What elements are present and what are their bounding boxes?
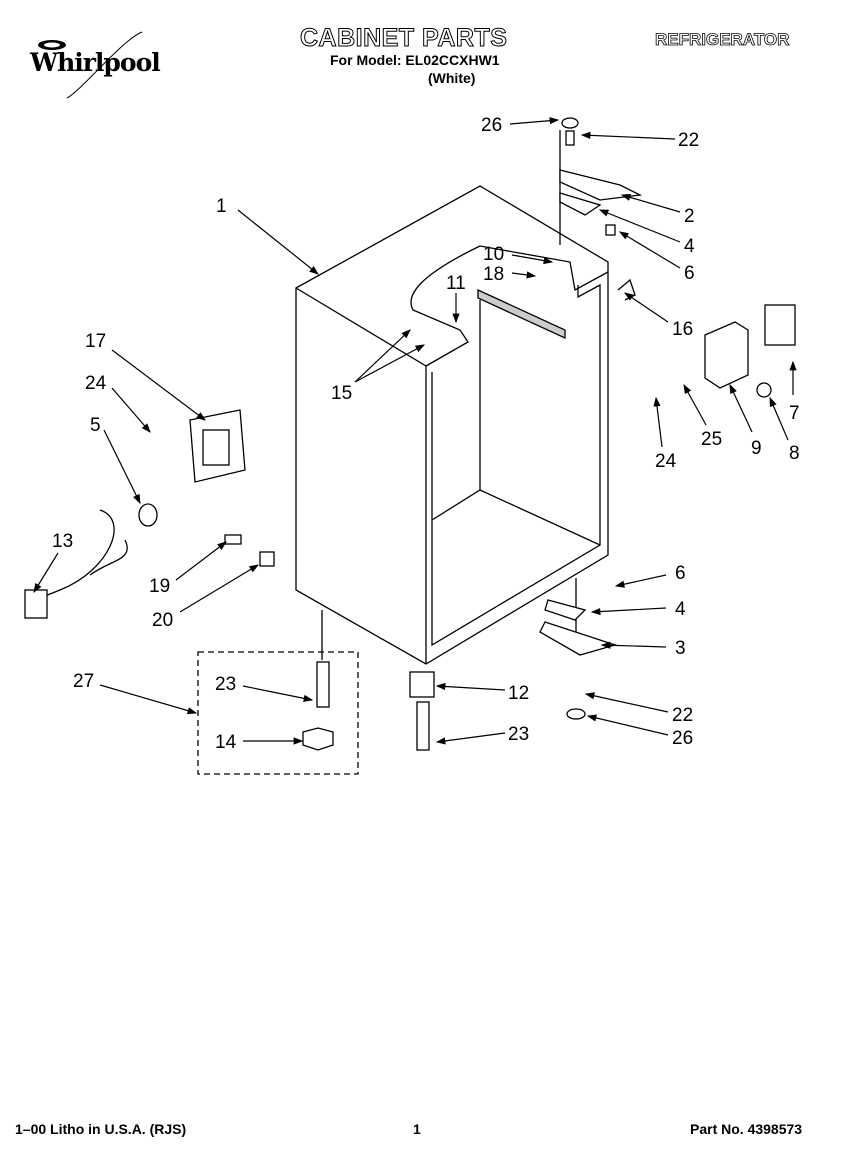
callout-12: 12 (508, 683, 529, 704)
brand-logo: Whirlpool (30, 48, 161, 77)
callout-11: 11 (446, 273, 466, 294)
callout-23-right: 23 (508, 724, 529, 745)
whirlpool-logo-swoosh (38, 31, 143, 99)
callout-25: 25 (701, 429, 722, 450)
callout-22-bottom: 22 (672, 705, 693, 726)
pin (605, 224, 616, 236)
callout-26: 26 (481, 115, 502, 136)
cap-top (561, 117, 579, 129)
callout-10: 10 (483, 244, 504, 265)
callout-24-left: 24 (85, 373, 107, 394)
leveling-nut (302, 727, 334, 751)
power-cord (34, 509, 128, 601)
callout-8: 8 (789, 443, 800, 464)
clip (617, 278, 636, 301)
callout-16: 16 (672, 319, 693, 340)
category-label: REFRIGERATOR (655, 30, 790, 50)
part-number: Part No. 4398573 (690, 1121, 803, 1137)
callout-1: 1 (216, 196, 227, 217)
callout-6-bottom: 6 (675, 563, 686, 584)
callout-4: 4 (684, 236, 695, 257)
callout-26-bottom: 26 (672, 728, 693, 749)
callout-27: 27 (73, 671, 94, 692)
hinge-top (559, 169, 643, 201)
callout-13: 13 (52, 531, 73, 552)
cap-bottom (566, 708, 586, 720)
knob (756, 382, 772, 398)
callout-4-bottom: 4 (675, 599, 686, 620)
hinge-bottom (539, 621, 618, 656)
callout-14: 14 (215, 732, 237, 753)
screw-20 (259, 551, 275, 567)
plug (24, 589, 48, 619)
leveling-leg (316, 661, 330, 708)
junction-box (189, 409, 246, 483)
footer-print-info: 1–00 Litho in U.S.A. (RJS) (15, 1121, 187, 1137)
callout-2: 2 (684, 206, 695, 227)
callout-23-left: 23 (215, 674, 236, 695)
shim-bottom (544, 599, 587, 621)
callout-15: 15 (331, 383, 352, 404)
callout-18: 18 (483, 264, 504, 285)
shim-top (559, 192, 602, 216)
callout-9: 9 (751, 438, 762, 459)
callout-24-right: 24 (655, 451, 677, 472)
callout-19: 19 (149, 576, 170, 597)
socket (138, 503, 158, 527)
callout-22: 22 (678, 130, 699, 151)
page-title: CABINET PARTS (299, 24, 508, 53)
thermostat (764, 304, 796, 346)
control-housing (704, 321, 749, 389)
callout-6: 6 (684, 263, 695, 284)
cabinet-body (295, 130, 609, 665)
page-number: 1 (413, 1121, 421, 1137)
model-color: (White) (428, 70, 476, 86)
callout-3: 3 (675, 638, 686, 659)
callout-5: 5 (90, 415, 101, 436)
callout-7: 7 (789, 403, 800, 424)
screw-top (565, 130, 575, 146)
callout-20: 20 (152, 610, 173, 631)
dashed-group-27 (197, 651, 359, 775)
callout-17: 17 (85, 331, 106, 352)
roller-leg (416, 701, 430, 751)
model-number: For Model: EL02CCXHW1 (330, 52, 500, 68)
screw-19 (224, 534, 242, 545)
roller-cap (409, 671, 435, 698)
